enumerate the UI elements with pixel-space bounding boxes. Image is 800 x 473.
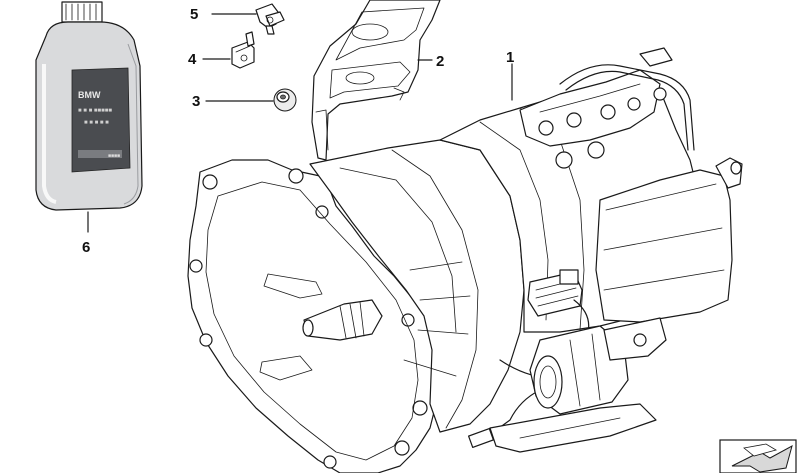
bottle-brand-text: BMW	[78, 90, 101, 100]
callout-number-6: 6	[82, 239, 90, 256]
bottle-label-line-2: ■ ■ ■ ■ ■	[84, 120, 109, 126]
bottle-label-line-3: ■■■■	[108, 153, 120, 159]
crossmember-part-2[interactable]	[311, 0, 441, 161]
callout-number-4: 4	[188, 51, 197, 68]
bracket-part-5[interactable]	[255, 3, 285, 35]
navigation-arrow-icon[interactable]	[719, 439, 797, 473]
oil-bottle[interactable]: BMW ■ ■ ■ ■■■■■ ■ ■ ■ ■ ■ ■■■■	[35, 1, 143, 211]
bottle-label-strip	[78, 150, 122, 158]
rubber-mount-part-3[interactable]	[273, 88, 297, 112]
bracket-part-4[interactable]	[231, 31, 255, 69]
bottle-label-line-1: ■ ■ ■ ■■■■■	[78, 108, 112, 114]
gearbox-assembly-part-1[interactable]	[187, 47, 743, 473]
callout-number-3: 3	[192, 93, 200, 110]
callout-number-5: 5	[190, 6, 198, 23]
callout-number-2: 2	[436, 53, 444, 70]
callout-number-1: 1	[506, 49, 514, 66]
